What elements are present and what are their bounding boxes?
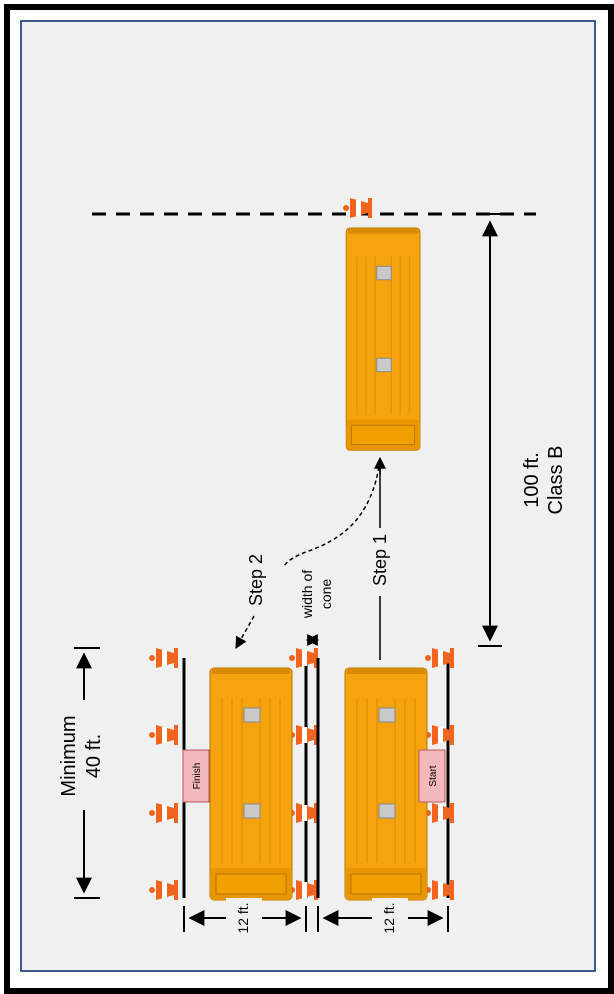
cone-icon bbox=[289, 803, 318, 823]
start-sign bbox=[418, 749, 446, 803]
label-cone: cone bbox=[318, 579, 334, 610]
label-12ft-left: 12 ft. bbox=[235, 902, 251, 933]
label-class-b: Class B bbox=[545, 446, 567, 515]
start-lane: Start bbox=[316, 648, 454, 901]
cone-icon bbox=[149, 648, 178, 668]
cone-icon bbox=[149, 725, 178, 745]
start-label: Start bbox=[428, 765, 439, 786]
finish-label: Finish bbox=[192, 763, 203, 790]
cone-icon bbox=[149, 803, 178, 823]
label-100ft: 100 ft. bbox=[521, 452, 543, 508]
label-width-of: width of bbox=[299, 570, 315, 619]
cone-icon bbox=[289, 725, 318, 745]
cone-icon bbox=[425, 725, 454, 745]
cone-icon bbox=[289, 880, 318, 900]
step2-arrow bbox=[235, 615, 255, 650]
cone-icon bbox=[425, 803, 454, 823]
finish-sign bbox=[182, 749, 210, 803]
cone-icon bbox=[425, 648, 454, 668]
cone-icon bbox=[289, 648, 318, 668]
label-40ft: 40 ft. bbox=[83, 734, 105, 778]
label-minimum: Minimum bbox=[58, 715, 80, 796]
bus-start bbox=[344, 667, 428, 901]
label-step-1: Step 1 bbox=[370, 534, 390, 586]
cone-icon bbox=[149, 880, 178, 900]
bus-finish bbox=[209, 667, 293, 901]
label-12ft-right: 12 ft. bbox=[381, 902, 397, 933]
finish-lane: Finish bbox=[149, 648, 320, 901]
bus-forward bbox=[345, 227, 421, 451]
cone-icon bbox=[425, 880, 454, 900]
label-step-2: Step 2 bbox=[246, 554, 266, 606]
